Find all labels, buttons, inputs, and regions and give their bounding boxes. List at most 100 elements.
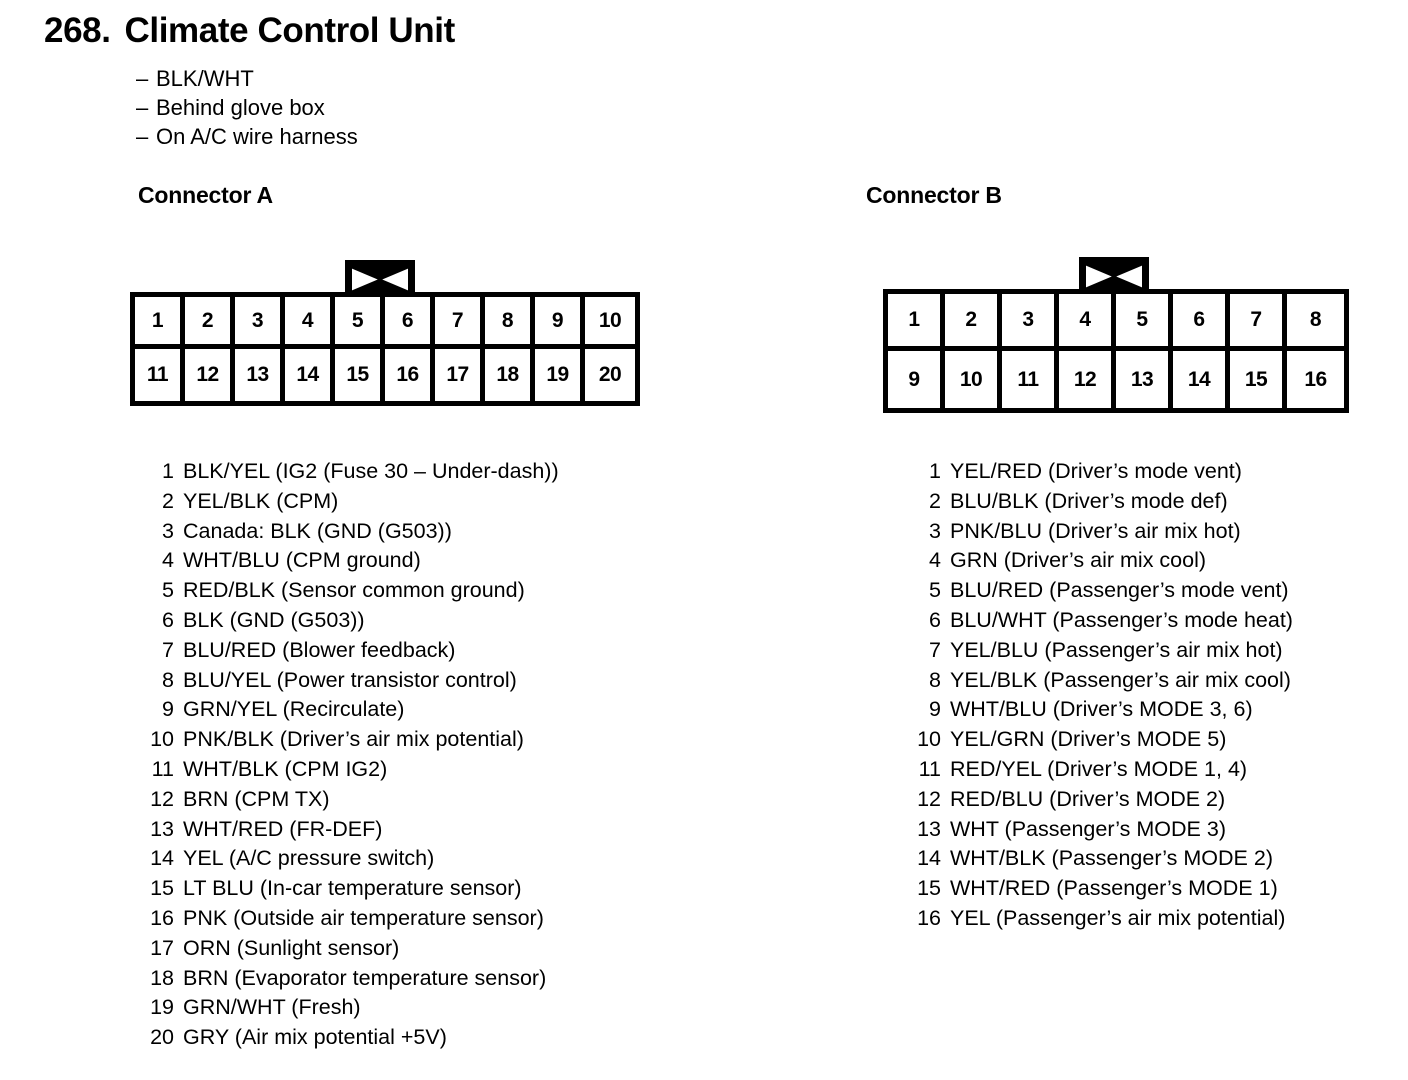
pin-description: BLK (GND (G503)) xyxy=(183,607,365,632)
pin-number: 5 xyxy=(162,578,174,603)
pin-cell[interactable]: 16 xyxy=(1287,351,1344,408)
pin-description: WHT/BLK (Passenger’s MODE 2) xyxy=(950,846,1273,871)
pin-number: 10 xyxy=(917,727,941,752)
pin-description: YEL/RED (Driver’s mode vent) xyxy=(950,459,1242,483)
pin-list-item: 5 RED/BLK (Sensor common ground) xyxy=(148,576,559,606)
pin-cell[interactable]: 11 xyxy=(1002,351,1059,408)
pin-description: WHT (Passenger’s MODE 3) xyxy=(950,816,1226,841)
pin-cell[interactable]: 10 xyxy=(585,297,635,349)
pin-cell[interactable]: 4 xyxy=(285,297,335,349)
pin-cell[interactable]: 12 xyxy=(185,349,235,401)
pin-cell[interactable]: 14 xyxy=(1173,351,1230,408)
pin-description: WHT/RED (FR-DEF) xyxy=(183,816,383,841)
pin-cell[interactable]: 13 xyxy=(1116,351,1173,408)
pin-number: 9 xyxy=(929,697,941,722)
pin-description: RED/BLK (Sensor common ground) xyxy=(183,578,525,603)
pin-cell[interactable]: 20 xyxy=(585,349,635,401)
pin-cell[interactable]: 17 xyxy=(435,349,485,401)
pin-description: BLU/BLK (Driver’s mode def) xyxy=(950,488,1228,513)
connector-a-pin-grid: 1 2 3 4 5 6 7 8 9 10 11 12 13 14 15 16 1… xyxy=(130,292,640,406)
pin-description: WHT/BLK (CPM IG2) xyxy=(183,756,388,781)
pin-cell[interactable]: 6 xyxy=(385,297,435,349)
pin-number: 4 xyxy=(929,548,941,573)
pin-cell[interactable]: 3 xyxy=(235,297,285,349)
pin-number: 9 xyxy=(162,697,174,722)
pin-cell[interactable]: 19 xyxy=(535,349,585,401)
connector-a-top-row: 1 2 3 4 5 6 7 8 9 10 xyxy=(135,297,635,349)
pin-description: YEL/BLU (Passenger’s air mix hot) xyxy=(950,637,1283,662)
pin-cell[interactable]: 10 xyxy=(945,351,1002,408)
pin-number: 1 xyxy=(929,459,941,483)
pin-cell[interactable]: 5 xyxy=(335,297,385,349)
pin-cell[interactable]: 5 xyxy=(1116,294,1173,351)
pin-cell[interactable]: 12 xyxy=(1059,351,1116,408)
pin-cell[interactable]: 4 xyxy=(1059,294,1116,351)
pin-description: Canada: BLK (GND (G503)) xyxy=(183,518,452,543)
note-item: –On A/C wire harness xyxy=(136,122,358,151)
page-title: 268. Climate Control Unit xyxy=(44,11,455,51)
pin-cell[interactable]: 11 xyxy=(135,349,185,401)
pin-number: 4 xyxy=(162,548,174,573)
pin-description: YEL/GRN (Driver’s MODE 5) xyxy=(950,727,1227,752)
connector-a-heading: Connector A xyxy=(138,182,273,208)
note-text: Behind glove box xyxy=(156,95,325,120)
pin-cell[interactable]: 8 xyxy=(1287,294,1344,351)
pin-number: 6 xyxy=(929,607,941,632)
pin-cell[interactable]: 1 xyxy=(135,297,185,349)
pin-number: 16 xyxy=(917,905,941,930)
connector-a-latch-tab xyxy=(345,260,415,292)
pin-number: 14 xyxy=(917,846,941,871)
note-dash: – xyxy=(136,95,149,120)
connector-b-diagram: 1 2 3 4 5 6 7 8 9 10 11 12 13 14 15 16 xyxy=(883,257,1349,413)
pin-cell[interactable]: 15 xyxy=(1230,351,1287,408)
pin-cell[interactable]: 3 xyxy=(1002,294,1059,351)
page-title-number: 268. xyxy=(44,11,111,50)
pin-cell[interactable]: 9 xyxy=(888,351,945,408)
pin-cell[interactable]: 1 xyxy=(888,294,945,351)
pin-number: 8 xyxy=(929,667,941,692)
pin-description: WHT/RED (Passenger’s MODE 1) xyxy=(950,876,1278,901)
pin-number: 15 xyxy=(917,876,941,901)
note-text: BLK/WHT xyxy=(156,66,254,91)
pin-number: 12 xyxy=(917,786,941,811)
pin-cell[interactable]: 13 xyxy=(235,349,285,401)
pin-cell[interactable]: 14 xyxy=(285,349,335,401)
pin-cell[interactable]: 8 xyxy=(485,297,535,349)
connector-b-heading: Connector B xyxy=(866,182,1002,208)
pin-cell[interactable]: 9 xyxy=(535,297,585,349)
pin-description: BRN (CPM TX) xyxy=(183,786,330,811)
pin-number: 1 xyxy=(162,459,174,483)
latch-bowtie-icon xyxy=(1086,264,1142,289)
pin-cell[interactable]: 6 xyxy=(1173,294,1230,351)
pin-cell[interactable]: 18 xyxy=(485,349,535,401)
pin-number: 5 xyxy=(929,578,941,603)
pin-cell[interactable]: 2 xyxy=(185,297,235,349)
pin-cell[interactable]: 7 xyxy=(1230,294,1287,351)
pin-description: BLU/YEL (Power transistor control) xyxy=(183,667,517,692)
pin-description: ORN (Sunlight sensor) xyxy=(183,935,400,960)
pin-cell[interactable]: 15 xyxy=(335,349,385,401)
connector-b-pin-grid: 1 2 3 4 5 6 7 8 9 10 11 12 13 14 15 16 xyxy=(883,289,1349,413)
pin-cell[interactable]: 2 xyxy=(945,294,1002,351)
pin-cell[interactable]: 7 xyxy=(435,297,485,349)
page-title-text: Climate Control Unit xyxy=(124,11,456,50)
note-text: On A/C wire harness xyxy=(156,124,358,149)
pin-cell[interactable]: 16 xyxy=(385,349,435,401)
